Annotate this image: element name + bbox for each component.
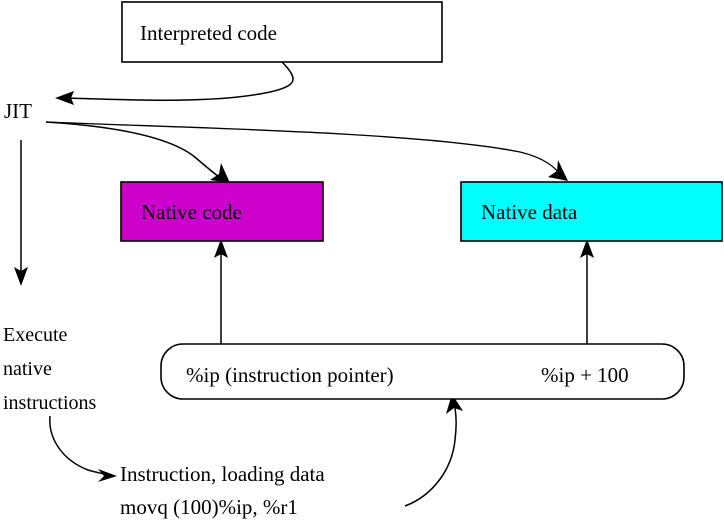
node-ip-box[interactable]: %ip (instruction pointer) %ip + 100 [160,343,685,400]
edge-jit-to-native-data [45,121,568,181]
edge-ip-to-native-code [214,239,228,344]
arrow-head-to-native-code [210,163,230,183]
native-data-rect [460,181,723,242]
node-native-data[interactable]: Native data [460,181,723,242]
node-interpreted-code[interactable]: Interpreted code [121,1,443,63]
native-data-label: Native data [481,200,578,224]
edge-execute-native-to-instruction-note [49,415,117,482]
arrow-head-ip-to-native-data [580,239,594,258]
node-execute-native[interactable]: Execute native instructions [3,324,97,414]
edge-jit-to-native-code [45,121,230,183]
edge-ip-offset-to-native-data [580,239,594,344]
arrow-head-to-native-data [548,160,568,181]
ip-box-left-label: %ip (instruction pointer) [186,363,394,387]
arrow-head-to-instruction-note [98,469,117,482]
ip-box-right-label: %ip + 100 [541,363,629,387]
edge-jit-to-execute-native [14,140,28,286]
execute-native-line-3: instructions [3,392,97,414]
native-code-rect [120,181,324,242]
arrow-head-ip-to-native-code [214,239,228,258]
interpreted-code-rect [121,1,443,63]
edge-instruction-note-to-ip-box [404,394,463,507]
arrow-head-to-execute-native [14,267,28,286]
instruction-note-line-2: movq (100)%ip, %r1 [120,495,298,519]
execute-native-line-1: Execute [3,324,68,346]
jit-label: JIT [4,99,32,123]
execute-native-line-2: native [3,358,52,380]
ip-box-rect [160,343,685,400]
node-instruction-note[interactable]: Instruction, loading data movq (100)%ip,… [120,462,325,519]
node-native-code[interactable]: Native code [120,181,324,242]
edge-interpreted-code-to-jit [55,61,294,105]
node-jit[interactable]: JIT [4,99,32,123]
interpreted-code-label: Interpreted code [140,21,277,45]
native-code-label: Native code [141,200,242,224]
instruction-note-line-1: Instruction, loading data [120,462,325,486]
arrow-head-to-ip-box [446,394,463,414]
arrow-head-to-jit [55,91,74,105]
